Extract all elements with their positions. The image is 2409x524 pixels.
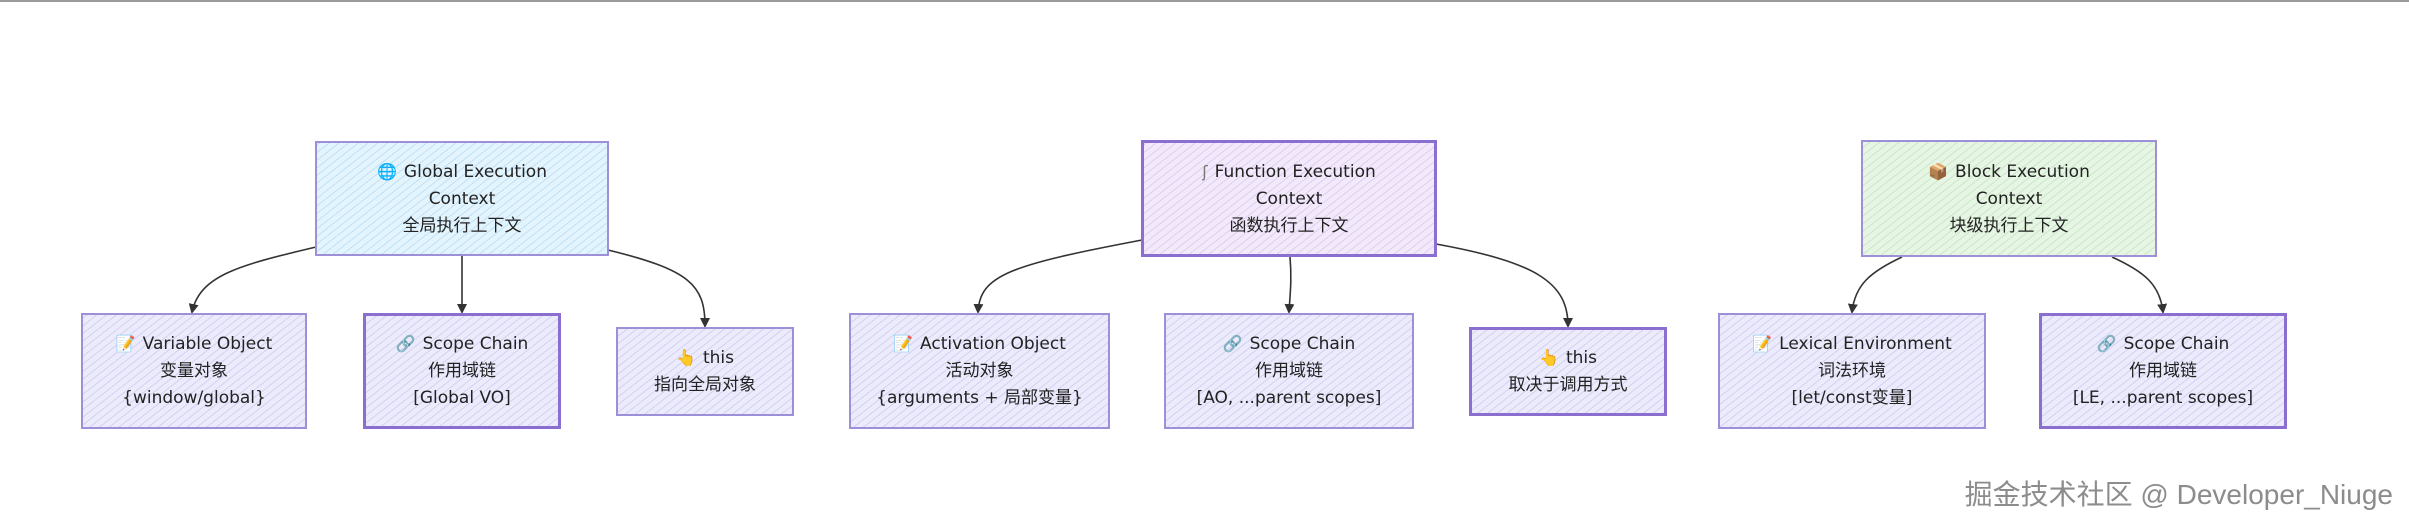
node-subtitle: 变量对象 xyxy=(160,361,228,381)
globe-icon: 🌐 xyxy=(377,161,397,181)
activation-object-node[interactable]: 📝 Activation Object 活动对象 {arguments + 局部变… xyxy=(849,313,1110,429)
node-title: this xyxy=(702,348,734,368)
node-title: Lexical Environment xyxy=(1779,334,1952,354)
node-title-cont: Context xyxy=(1975,188,2043,209)
node-subtitle: 全局执行上下文 xyxy=(402,215,522,236)
variable-object-node[interactable]: 📝 Variable Object 变量对象 {window/global} xyxy=(81,313,307,429)
node-title: Scope Chain xyxy=(422,334,529,354)
global-execution-context-node[interactable]: 🌐 Global Execution Context 全局执行上下文 xyxy=(315,141,609,256)
node-title-cont: Context xyxy=(428,188,496,209)
link-icon: 🔗 xyxy=(2096,334,2117,353)
node-title: this xyxy=(1565,348,1597,368)
top-border-line xyxy=(0,0,2409,2)
edge-function-to-scope-chain xyxy=(1284,256,1295,314)
memo-icon: 📝 xyxy=(115,334,136,353)
node-subtitle: 函数执行上下文 xyxy=(1229,215,1349,236)
node-title: Block Execution xyxy=(1955,161,2090,182)
scope-chain-node[interactable]: 🔗 Scope Chain 作用域链 [LE, ...parent scopes] xyxy=(2039,313,2287,429)
block-execution-context-node[interactable]: 📦 Block Execution Context 块级执行上下文 xyxy=(1861,140,2157,257)
pointing-hand-icon: 👆 xyxy=(1539,348,1559,367)
memo-icon: 📝 xyxy=(893,334,914,353)
lexical-environment-node[interactable]: 📝 Lexical Environment 词法环境 [let/const变量] xyxy=(1718,313,1986,429)
node-detail: [LE, ...parent scopes] xyxy=(2072,388,2254,408)
this-node[interactable]: 👆 this 指向全局对象 xyxy=(616,327,794,416)
scope-chain-node[interactable]: 🔗 Scope Chain 作用域链 [AO, ...parent scopes] xyxy=(1164,313,1414,429)
edge-global-to-variable-object xyxy=(188,246,317,314)
node-title: Variable Object xyxy=(142,334,273,354)
node-detail: [AO, ...parent scopes] xyxy=(1196,388,1382,408)
link-icon: 🔗 xyxy=(1222,334,1243,353)
node-title: Function Execution xyxy=(1214,161,1376,182)
node-subtitle: 块级执行上下文 xyxy=(1949,215,2069,236)
node-subtitle: 指向全局对象 xyxy=(654,375,756,395)
node-title-cont: Context xyxy=(1255,188,1323,209)
node-title: Activation Object xyxy=(920,334,1066,354)
node-subtitle: 词法环境 xyxy=(1818,361,1886,381)
node-detail: {window/global} xyxy=(122,388,266,408)
node-detail: [Global VO] xyxy=(413,388,511,408)
node-title: Global Execution xyxy=(403,161,547,182)
link-icon: 🔗 xyxy=(395,334,416,353)
pointing-hand-icon: 👆 xyxy=(676,348,696,367)
edge-function-to-this xyxy=(1435,243,1573,328)
this-node[interactable]: 👆 this 取决于调用方式 xyxy=(1469,327,1667,416)
edge-block-to-lexical-environment xyxy=(1847,256,1903,314)
node-subtitle: 作用域链 xyxy=(2129,361,2197,381)
node-subtitle: 作用域链 xyxy=(428,361,496,381)
node-title: Scope Chain xyxy=(2123,334,2230,354)
edge-function-to-activation-object xyxy=(973,239,1143,314)
node-title: Scope Chain xyxy=(1249,334,1356,354)
node-detail: {arguments + 局部变量} xyxy=(876,388,1083,408)
scope-chain-node[interactable]: 🔗 Scope Chain 作用域链 [Global VO] xyxy=(363,313,561,429)
package-icon: 📦 xyxy=(1928,161,1949,181)
node-subtitle: 活动对象 xyxy=(945,361,1014,381)
edge-global-to-this xyxy=(607,249,710,328)
function-icon: ʃ xyxy=(1202,161,1208,181)
node-detail: [let/const变量] xyxy=(1791,388,1913,408)
node-subtitle: 作用域链 xyxy=(1255,361,1323,381)
edge-block-to-scope-chain xyxy=(2111,256,2168,314)
memo-icon: 📝 xyxy=(1752,334,1773,353)
function-execution-context-node[interactable]: ʃ Function Execution Context 函数执行上下文 xyxy=(1141,140,1437,257)
watermark: 掘金技术社区 @ Developer_Niuge xyxy=(1964,479,2393,510)
node-subtitle: 取决于调用方式 xyxy=(1508,375,1628,395)
